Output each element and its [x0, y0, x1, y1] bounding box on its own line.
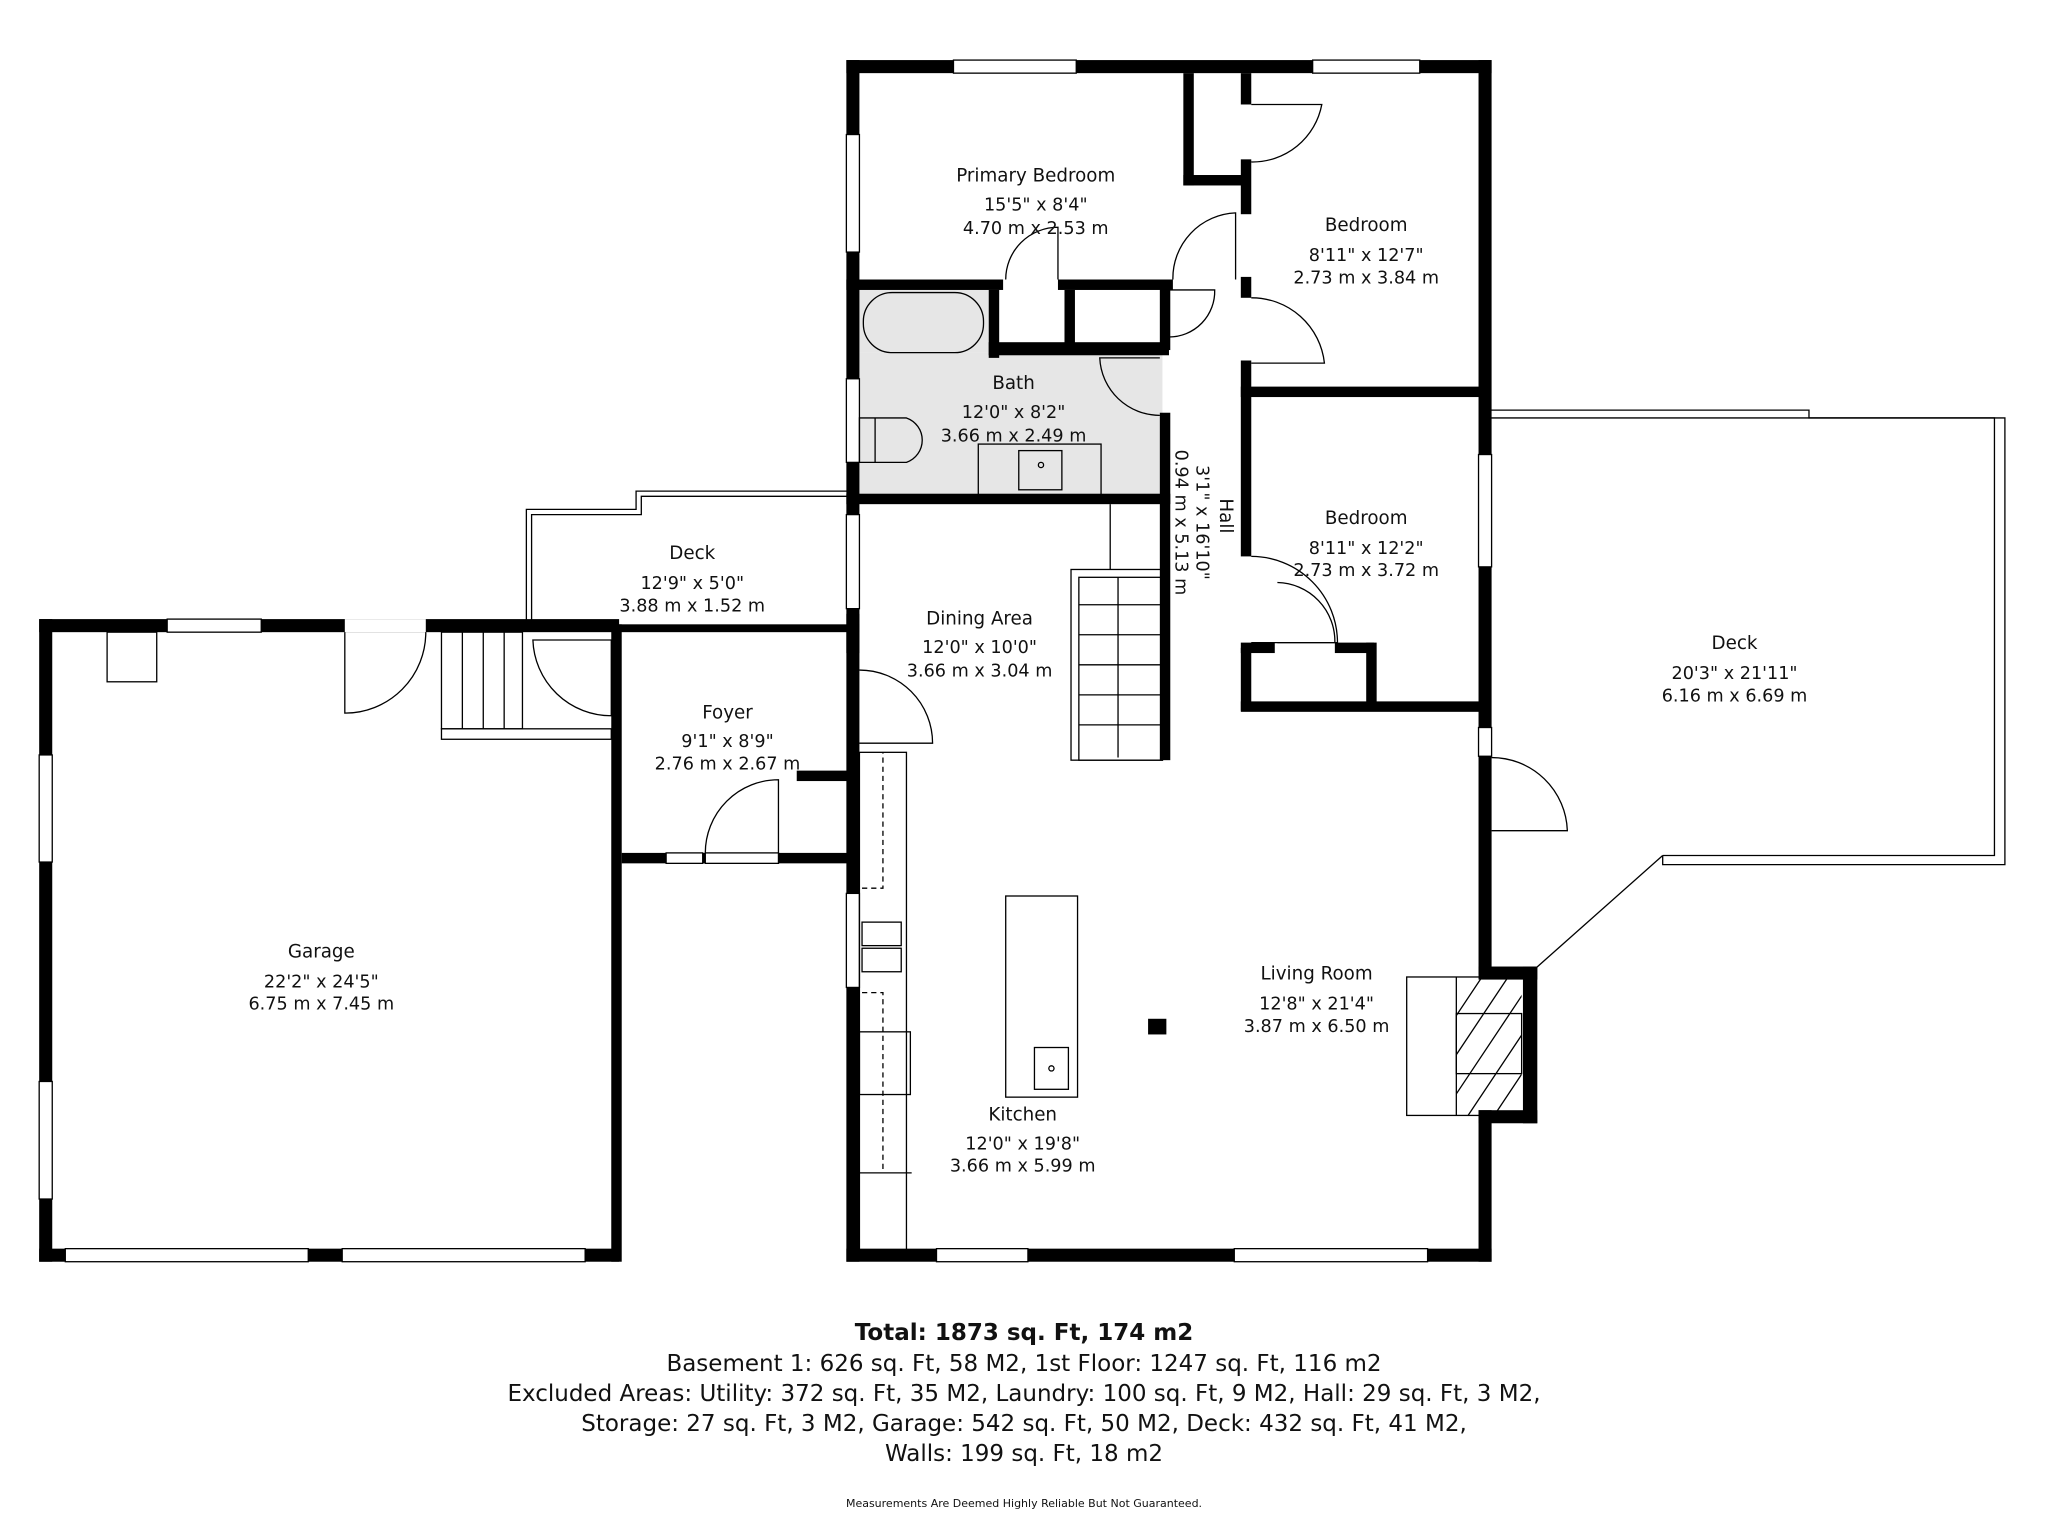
room-dim-imperial: 12'0" x 10'0" [922, 638, 1037, 658]
room-dim-metric: 4.70 m x 2.53 m [963, 219, 1109, 239]
disclaimer: Measurements Are Deemed Highly Reliable … [845, 1497, 1203, 1510]
bath-floor [858, 352, 1163, 497]
room-dim-metric: 3.66 m x 3.04 m [907, 662, 1053, 682]
walls-area: Walls: 199 sq. Ft, 18 m2 [884, 1441, 1164, 1467]
deck-large-outline [1488, 409, 2006, 970]
room-deck-small: Deck 12'9" x 5'0" 3.88 m x 1.52 m [619, 543, 765, 616]
room-name: Kitchen [988, 1105, 1057, 1126]
room-dim-imperial: 20'3" x 21'11" [1672, 664, 1798, 684]
excluded-areas-line-1: Excluded Areas: Utility: 372 sq. Ft, 35 … [507, 1381, 1541, 1407]
room-bath: Bath 12'0" x 8'2" 3.66 m x 2.49 m [941, 373, 1087, 446]
room-dim-imperial: 12'0" x 19'8" [965, 1134, 1080, 1154]
room-name: Living Room [1261, 964, 1373, 985]
room-name: Bedroom [1325, 215, 1408, 236]
room-dim-metric: 2.73 m x 3.84 m [1293, 268, 1439, 288]
room-dim-imperial: 15'5" x 8'4" [984, 195, 1088, 215]
room-dim-imperial: 12'0" x 8'2" [962, 403, 1066, 423]
room-hall: Hall 3'1" x 16'10" 0.94 m x 5.13 m [1171, 450, 1236, 596]
room-foyer: Foyer 9'1" x 8'9" 2.76 m x 2.67 m [655, 702, 801, 774]
room-name: Deck [669, 543, 715, 564]
area-summary: Total: 1873 sq. Ft, 174 m2 Basement 1: 6… [0, 1318, 2048, 1510]
bath-floor [858, 289, 989, 353]
windows [845, 59, 1493, 1263]
room-dim-metric: 3.88 m x 1.52 m [619, 596, 765, 616]
room-name: Garage [288, 941, 355, 962]
room-name: Dining Area [926, 608, 1033, 629]
room-dim-metric: 3.66 m x 5.99 m [950, 1157, 1096, 1177]
room-dim-metric: 0.94 m x 5.13 m [1171, 450, 1191, 596]
room-name: Bath [992, 373, 1034, 394]
room-dim-imperial: 9'1" x 8'9" [681, 732, 773, 752]
room-name: Hall [1215, 498, 1236, 533]
room-kitchen: Kitchen 12'0" x 19'8" 3.66 m x 5.99 m [950, 1105, 1096, 1177]
room-dim-metric: 6.16 m x 6.69 m [1662, 686, 1808, 706]
room-dining-area: Dining Area 12'0" x 10'0" 3.66 m x 3.04 … [907, 608, 1053, 681]
room-deck-large: Deck 20'3" x 21'11" 6.16 m x 6.69 m [1662, 633, 1808, 706]
floor-breakdown: Basement 1: 626 sq. Ft, 58 M2, 1st Floor… [666, 1351, 1382, 1377]
garage-walls [38, 618, 780, 1263]
excluded-areas-line-2: Storage: 27 sq. Ft, 3 M2, Garage: 542 sq… [581, 1411, 1467, 1437]
room-name: Foyer [702, 702, 753, 723]
room-bedroom-1: Bedroom 8'11" x 12'7" 2.73 m x 3.84 m [1293, 215, 1439, 288]
room-dim-metric: 2.76 m x 2.67 m [655, 754, 801, 774]
room-dim-metric: 6.75 m x 7.45 m [248, 995, 394, 1015]
room-dim-imperial: 12'9" x 5'0" [640, 574, 744, 594]
doors [344, 103, 1569, 853]
room-garage: Garage 22'2" x 24'5" 6.75 m x 7.45 m [248, 941, 394, 1014]
deck-small-outline [525, 490, 848, 625]
room-dim-imperial: 3'1" x 16'10" [1191, 465, 1211, 580]
room-dim-imperial: 22'2" x 24'5" [264, 972, 379, 992]
room-dim-imperial: 12'8" x 21'4" [1259, 995, 1374, 1015]
room-primary-bedroom: Primary Bedroom 15'5" x 8'4" 4.70 m x 2.… [956, 166, 1115, 239]
room-dim-metric: 3.66 m x 2.49 m [941, 426, 1087, 446]
room-bedroom-2: Bedroom 8'11" x 12'2" 2.73 m x 3.72 m [1293, 508, 1439, 581]
room-dim-imperial: 8'11" x 12'2" [1309, 539, 1424, 559]
fixtures [106, 291, 1525, 1255]
room-dim-imperial: 8'11" x 12'7" [1309, 246, 1424, 266]
total-area: Total: 1873 sq. Ft, 174 m2 [854, 1320, 1194, 1346]
room-dim-metric: 2.73 m x 3.72 m [1293, 561, 1439, 581]
room-name: Primary Bedroom [956, 166, 1115, 187]
room-dim-metric: 3.87 m x 6.50 m [1244, 1017, 1390, 1037]
room-living-room: Living Room 12'8" x 21'4" 3.87 m x 6.50 … [1244, 964, 1390, 1037]
room-name: Bedroom [1325, 508, 1408, 529]
room-name: Deck [1712, 633, 1758, 654]
